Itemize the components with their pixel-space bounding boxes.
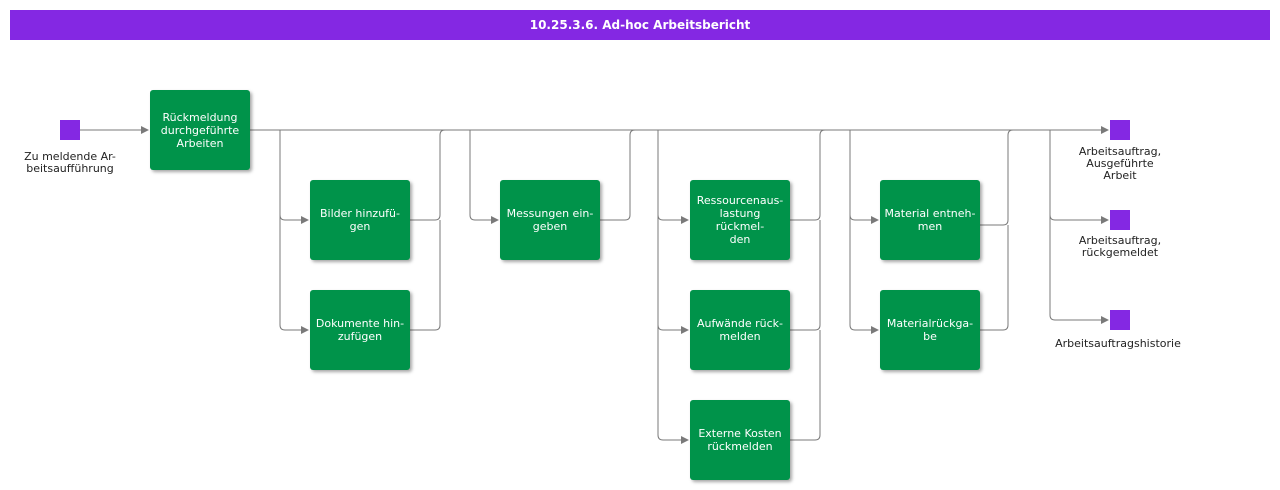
edge-to-ressourcen xyxy=(657,130,689,224)
start-event-label: Zu meldende Ar- beitsaufführung xyxy=(24,150,116,175)
start-event xyxy=(60,120,80,140)
task-ressourcenauslastung[interactable]: Ressourcenaus- lastung rückmel- den xyxy=(690,180,790,260)
task-dokumente-hinzufuegen[interactable]: Dokumente hin- zufügen xyxy=(310,290,410,370)
end-event-ausgefuehrt xyxy=(1110,120,1130,140)
edge-from-bilder xyxy=(410,129,446,221)
edge-to-materialrueckgabe xyxy=(849,215,879,334)
edge-from-materialrueckgabe xyxy=(980,225,1009,331)
diagram-title: 10.25.3.6. Ad-hoc Arbeitsbericht xyxy=(529,18,751,32)
edge-to-externe xyxy=(657,325,689,444)
task-externe-kosten[interactable]: Externe Kosten rückmelden xyxy=(690,400,790,480)
edge-to-material-entnehmen xyxy=(849,130,879,224)
edge-from-ressourcen xyxy=(790,129,826,221)
end-event-rueckgemeldet xyxy=(1110,210,1130,230)
edge-from-material-entnehmen xyxy=(980,129,1014,226)
edge-to-historie xyxy=(1049,215,1109,324)
edge-to-messungen xyxy=(469,130,499,224)
edge-to-dokumente xyxy=(279,215,309,334)
task-bilder-hinzufuegen[interactable]: Bilder hinzufü- gen xyxy=(310,180,410,260)
task-material-entnehmen[interactable]: Material entneh- men xyxy=(880,180,980,260)
edge-from-externe xyxy=(790,330,821,441)
task-aufwaende-rueckmelden[interactable]: Aufwände rück- melden xyxy=(690,290,790,370)
edge-from-messungen xyxy=(600,129,636,221)
task-messungen-eingeben[interactable]: Messungen ein- geben xyxy=(500,180,600,260)
edge-to-bilder xyxy=(279,130,309,224)
end-event-ausgefuehrt-label: Arbeitsauftrag, Ausgeführte Arbeit xyxy=(1078,145,1162,182)
edge-to-aufwaende xyxy=(657,215,689,334)
end-event-historie-label: Arbeitsauftragshistorie xyxy=(1055,337,1181,350)
task-materialrueckgabe[interactable]: Materialrückga- be xyxy=(880,290,980,370)
end-event-historie xyxy=(1110,310,1130,330)
edge-from-aufwaende xyxy=(790,220,821,331)
end-event-rueckgemeldet-label: Arbeitsauftrag, rückgemeldet xyxy=(1078,234,1162,259)
edge-from-dokumente xyxy=(410,220,441,331)
diagram-title-bar: 10.25.3.6. Ad-hoc Arbeitsbericht xyxy=(10,10,1270,40)
task-rueckmeldung[interactable]: Rückmeldung durchgeführte Arbeiten xyxy=(150,90,250,170)
